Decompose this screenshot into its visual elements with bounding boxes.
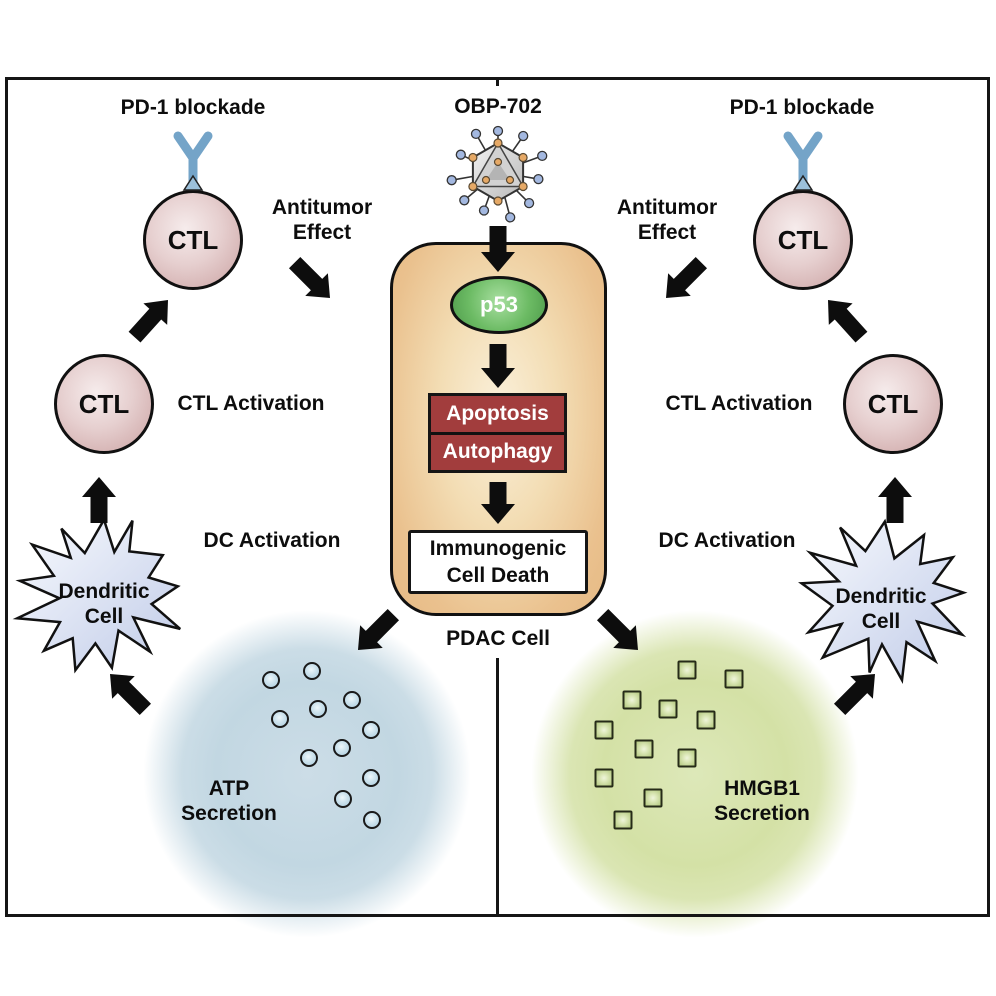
immunogenic-cell-death-box: Immunogenic Cell Death xyxy=(408,530,588,594)
antitumor-effect-label-left: Antitumor Effect xyxy=(271,196,373,244)
hmgb1-molecule-icon xyxy=(677,748,697,768)
obp702-label: OBP-702 xyxy=(454,95,542,118)
atp-molecule-icon xyxy=(300,749,318,767)
dendritic-cell-label-right: Dendritic Cell xyxy=(835,585,927,633)
ctl-label: CTL xyxy=(867,388,919,419)
atp-molecule-icon xyxy=(303,662,321,680)
hmgb1-molecule-icon xyxy=(594,720,614,740)
ctl-label: CTL xyxy=(167,224,219,255)
ctl-activation-label-left: CTL Activation xyxy=(177,392,325,415)
atp-molecule-icon xyxy=(362,721,380,739)
hmgb1-molecule-icon xyxy=(622,690,642,710)
ctl-cell-mid-left: CTL xyxy=(54,354,154,454)
apoptosis-label: Apoptosis xyxy=(446,401,549,425)
dendritic-cell-label-left: Dendritic Cell xyxy=(58,580,150,628)
atp-molecule-icon xyxy=(333,739,351,757)
hmgb1-secretion-label: HMGB1 Secretion xyxy=(714,777,810,825)
pdac-cell-label: PDAC Cell xyxy=(446,627,550,650)
panel-divider-line xyxy=(496,658,499,917)
atp-molecule-icon xyxy=(262,671,280,689)
ctl-activation-label-right: CTL Activation xyxy=(665,392,813,415)
pd1-blockade-label-left: PD-1 blockade xyxy=(120,96,266,119)
icd-label-line2: Cell Death xyxy=(446,564,550,587)
atp-molecule-icon xyxy=(334,790,352,808)
dc-activation-label-right: DC Activation xyxy=(658,529,796,552)
atp-molecule-icon xyxy=(343,691,361,709)
hmgb1-molecule-icon xyxy=(594,768,614,788)
autophagy-label: Autophagy xyxy=(431,431,564,471)
hmgb1-molecule-icon xyxy=(643,788,663,808)
p53-ellipse: p53 xyxy=(450,276,548,334)
p53-label: p53 xyxy=(480,292,518,317)
ctl-label: CTL xyxy=(78,388,130,419)
ctl-cell-top-right: CTL xyxy=(753,190,853,290)
hmgb1-molecule-icon xyxy=(724,669,744,689)
atp-molecule-icon xyxy=(363,811,381,829)
dc-activation-label-left: DC Activation xyxy=(203,529,341,552)
panel-divider-tick xyxy=(496,77,499,86)
atp-molecule-icon xyxy=(271,710,289,728)
hmgb1-molecule-icon xyxy=(677,660,697,680)
hmgb1-molecule-icon xyxy=(658,699,678,719)
pd1-blockade-label-right: PD-1 blockade xyxy=(729,96,875,119)
hmgb1-molecule-icon xyxy=(613,810,633,830)
ctl-label: CTL xyxy=(777,224,829,255)
apoptosis-autophagy-box: Apoptosis Autophagy xyxy=(428,393,567,473)
antitumor-effect-label-right: Antitumor Effect xyxy=(616,196,718,244)
atp-molecule-icon xyxy=(309,700,327,718)
icd-label-line1: Immunogenic xyxy=(429,537,567,560)
atp-molecule-icon xyxy=(362,769,380,787)
atp-secretion-label: ATP Secretion xyxy=(181,777,277,825)
hmgb1-molecule-icon xyxy=(634,739,654,759)
ctl-cell-top-left: CTL xyxy=(143,190,243,290)
ctl-cell-mid-right: CTL xyxy=(843,354,943,454)
hmgb1-molecule-icon xyxy=(696,710,716,730)
